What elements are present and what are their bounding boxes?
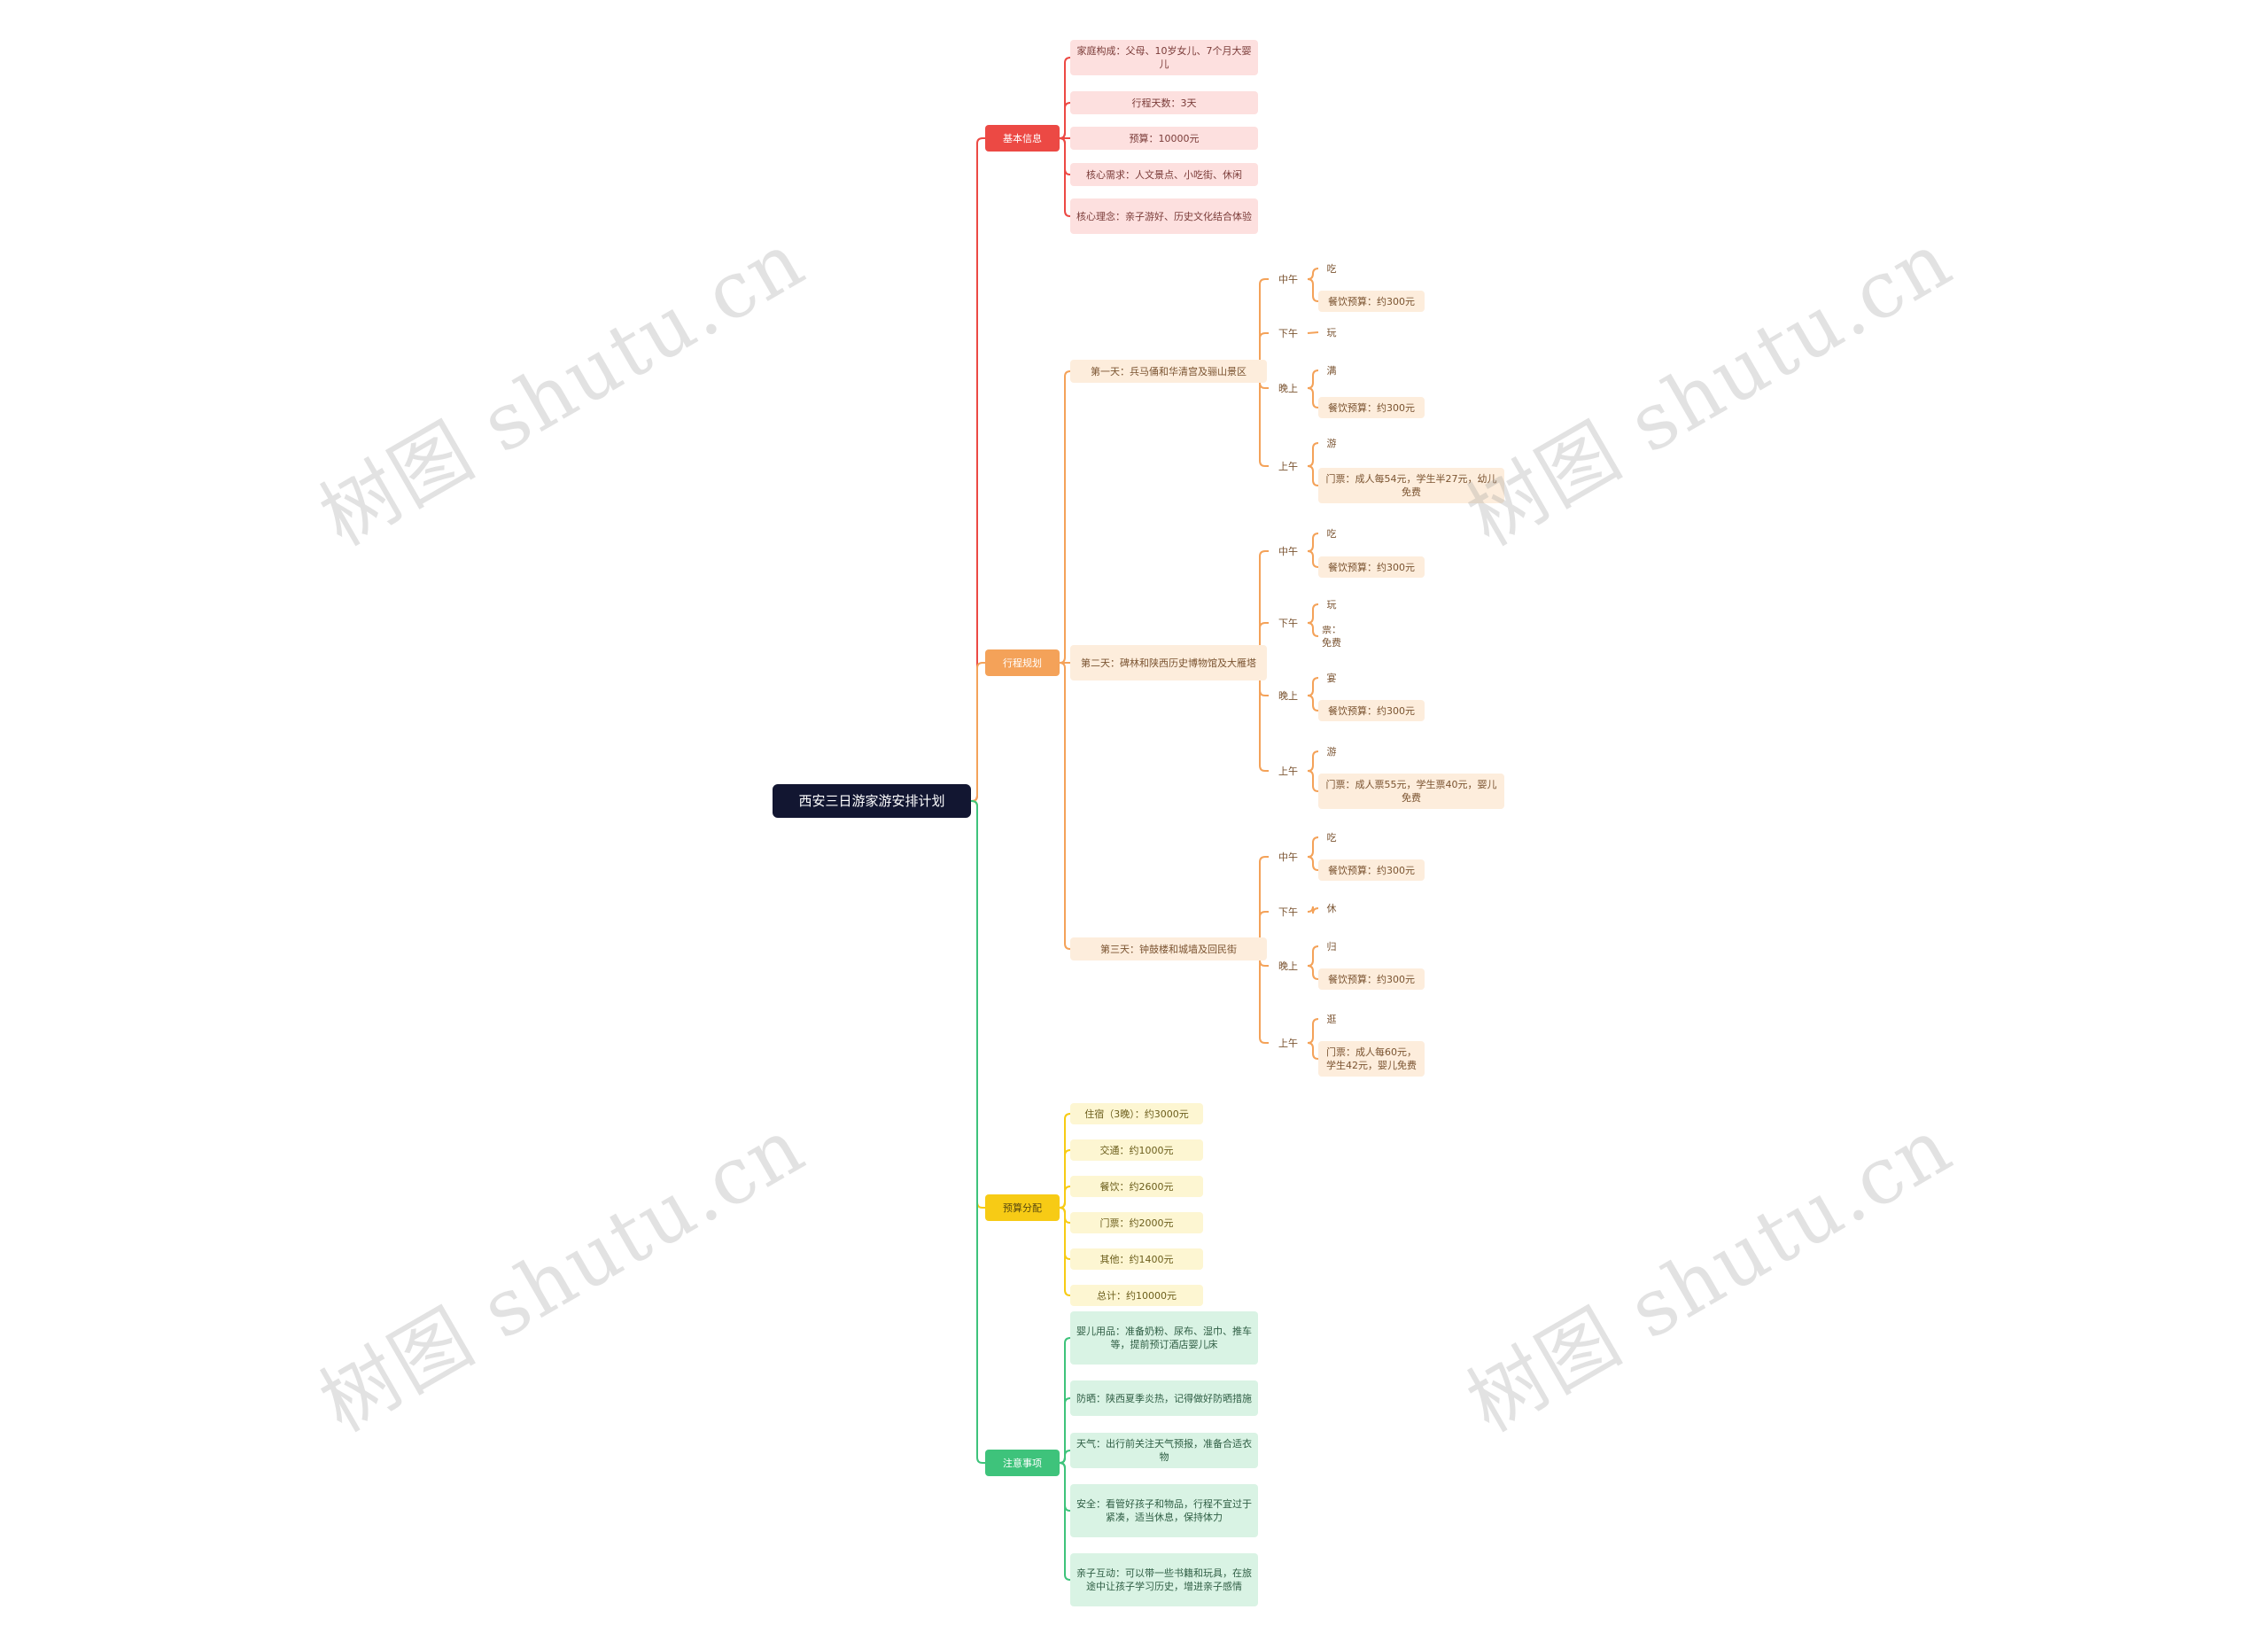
connector [1254,856,1269,950]
connector [1059,137,1071,217]
tip-item[interactable]: 防晒：陕西夏季炎热，记得做好防晒措施 [1070,1380,1258,1416]
itinerary-detail[interactable]: 门票：免费预约 [1322,626,1341,647]
itinerary-detail[interactable]: 宴 [1326,672,1337,684]
itinerary-detail[interactable]: 餐饮预算：约300元 [1318,397,1425,418]
connector [1307,369,1319,389]
branch-basic-info[interactable]: 基本信息 [985,125,1060,152]
connector [1307,603,1319,624]
budget-item[interactable]: 门票：约2000元 [1070,1212,1203,1233]
itinerary-period[interactable]: 晚上 [1278,960,1298,972]
itinerary-day[interactable]: 第一天：兵马俑和华清宫及骊山景区 [1070,360,1267,383]
connector [1307,533,1319,552]
itinerary-period[interactable]: 下午 [1278,327,1298,339]
basic-info-item[interactable]: 预算：10000元 [1070,127,1258,150]
connector [1307,268,1319,280]
branch-itinerary[interactable]: 行程规划 [985,649,1060,676]
itinerary-period[interactable]: 晚上 [1278,382,1298,394]
connector [971,800,985,1464]
itinerary-detail[interactable]: 游 [1326,745,1337,758]
itinerary-detail[interactable]: 满 [1326,364,1337,377]
connector [1307,695,1319,712]
connector [1307,550,1319,568]
itinerary-detail[interactable]: 餐饮预算：约300元 [1318,291,1425,312]
connector [1059,1186,1071,1209]
connector [1307,677,1319,696]
connector [1307,442,1319,467]
connector [1307,622,1319,637]
itinerary-detail[interactable]: 餐饮预算：约300元 [1318,556,1425,578]
connector [1307,945,1319,967]
itinerary-detail[interactable]: 逛 [1326,1013,1337,1025]
itinerary-period[interactable]: 下午 [1278,906,1298,918]
itinerary-detail[interactable]: 吃 [1326,527,1337,540]
root-topic[interactable]: 西安三日游家游安排计划 [773,784,971,818]
tip-item[interactable]: 亲子互动：可以带一些书籍和玩具，在旅途中让孩子学习历史，增进亲子感情 [1070,1553,1258,1606]
itinerary-period[interactable]: 上午 [1278,765,1298,777]
itinerary-period[interactable]: 下午 [1278,617,1298,629]
itinerary-period[interactable]: 上午 [1278,460,1298,472]
itinerary-period[interactable]: 上午 [1278,1037,1298,1049]
budget-item[interactable]: 住宿（3晚）：约3000元 [1070,1103,1203,1124]
itinerary-detail[interactable]: 归 [1326,940,1337,953]
connector [1307,750,1319,772]
connector [1059,1450,1071,1464]
itinerary-detail[interactable]: 门票：成人票55元，学生票40元，婴儿免费 [1318,774,1504,809]
connector [1059,662,1071,950]
connector [1307,856,1319,871]
itinerary-day[interactable]: 第二天：碑林和陕西历史博物馆及大雁塔 [1070,645,1267,680]
itinerary-period[interactable]: 中午 [1278,851,1298,863]
tip-item[interactable]: 婴儿用品：准备奶粉、尿布、湿巾、推车等，提前预订酒店婴儿床 [1070,1311,1258,1365]
itinerary-detail[interactable]: 休 [1326,902,1337,914]
itinerary-detail[interactable]: 玩 [1326,598,1337,610]
connector [1059,1462,1071,1581]
connector [1059,102,1071,139]
itinerary-detail[interactable]: 餐饮预算：约300元 [1318,859,1425,881]
itinerary-detail[interactable]: 玩 [1326,326,1337,338]
itinerary-detail[interactable]: 餐饮预算：约300元 [1318,968,1425,990]
itinerary-detail[interactable]: 吃 [1326,262,1337,275]
connector [1254,370,1269,467]
itinerary-period[interactable]: 晚上 [1278,689,1298,702]
connector [1307,906,1319,914]
connector [1307,331,1319,334]
connector [1307,965,1319,980]
itinerary-day[interactable]: 第三天：钟鼓楼和城墙及回民街 [1070,937,1267,960]
budget-item[interactable]: 交通：约1000元 [1070,1139,1203,1161]
connector [971,662,985,802]
connector [1254,948,1269,1044]
tip-item[interactable]: 安全：看管好孩子和物品，行程不宜过于紧凑，适当休息，保持体力 [1070,1484,1258,1537]
basic-info-item[interactable]: 核心需求：人文景点、小吃街、休闲 [1070,163,1258,186]
itinerary-period[interactable]: 中午 [1278,545,1298,557]
itinerary-detail[interactable]: 门票：成人每60元，学生42元，婴儿免费 [1318,1041,1425,1077]
connector [1307,1042,1319,1060]
basic-info-item[interactable]: 行程天数：3天 [1070,91,1258,114]
connector [1254,278,1269,372]
basic-info-item[interactable]: 家庭构成：父母、10岁女儿、7个月大婴儿 [1070,40,1258,75]
connector [1307,465,1319,486]
itinerary-detail[interactable]: 吃 [1326,831,1337,844]
connector [1307,836,1319,858]
budget-item[interactable]: 其他：约1400元 [1070,1248,1203,1270]
tip-item[interactable]: 天气：出行前关注天气预报，准备合适衣物 [1070,1433,1258,1468]
budget-item[interactable]: 总计：约10000元 [1070,1285,1203,1306]
itinerary-detail[interactable]: 餐饮预算：约300元 [1318,700,1425,721]
connector [1307,278,1319,302]
branch-tips[interactable]: 注意事项 [985,1450,1060,1476]
connector [1307,770,1319,792]
itinerary-detail[interactable]: 游 [1326,437,1337,449]
branch-budget[interactable]: 预算分配 [985,1194,1060,1221]
connector [1307,387,1319,408]
connector [1059,1207,1071,1296]
itinerary-detail[interactable]: 门票：成人每54元，学生半27元，幼儿免费 [1318,468,1504,503]
budget-item[interactable]: 餐饮：约2600元 [1070,1176,1203,1197]
connector [1059,370,1071,664]
connector [1307,1018,1319,1044]
itinerary-period[interactable]: 中午 [1278,273,1298,285]
basic-info-item[interactable]: 核心理念：亲子游好、历史文化结合体验 [1070,198,1258,234]
